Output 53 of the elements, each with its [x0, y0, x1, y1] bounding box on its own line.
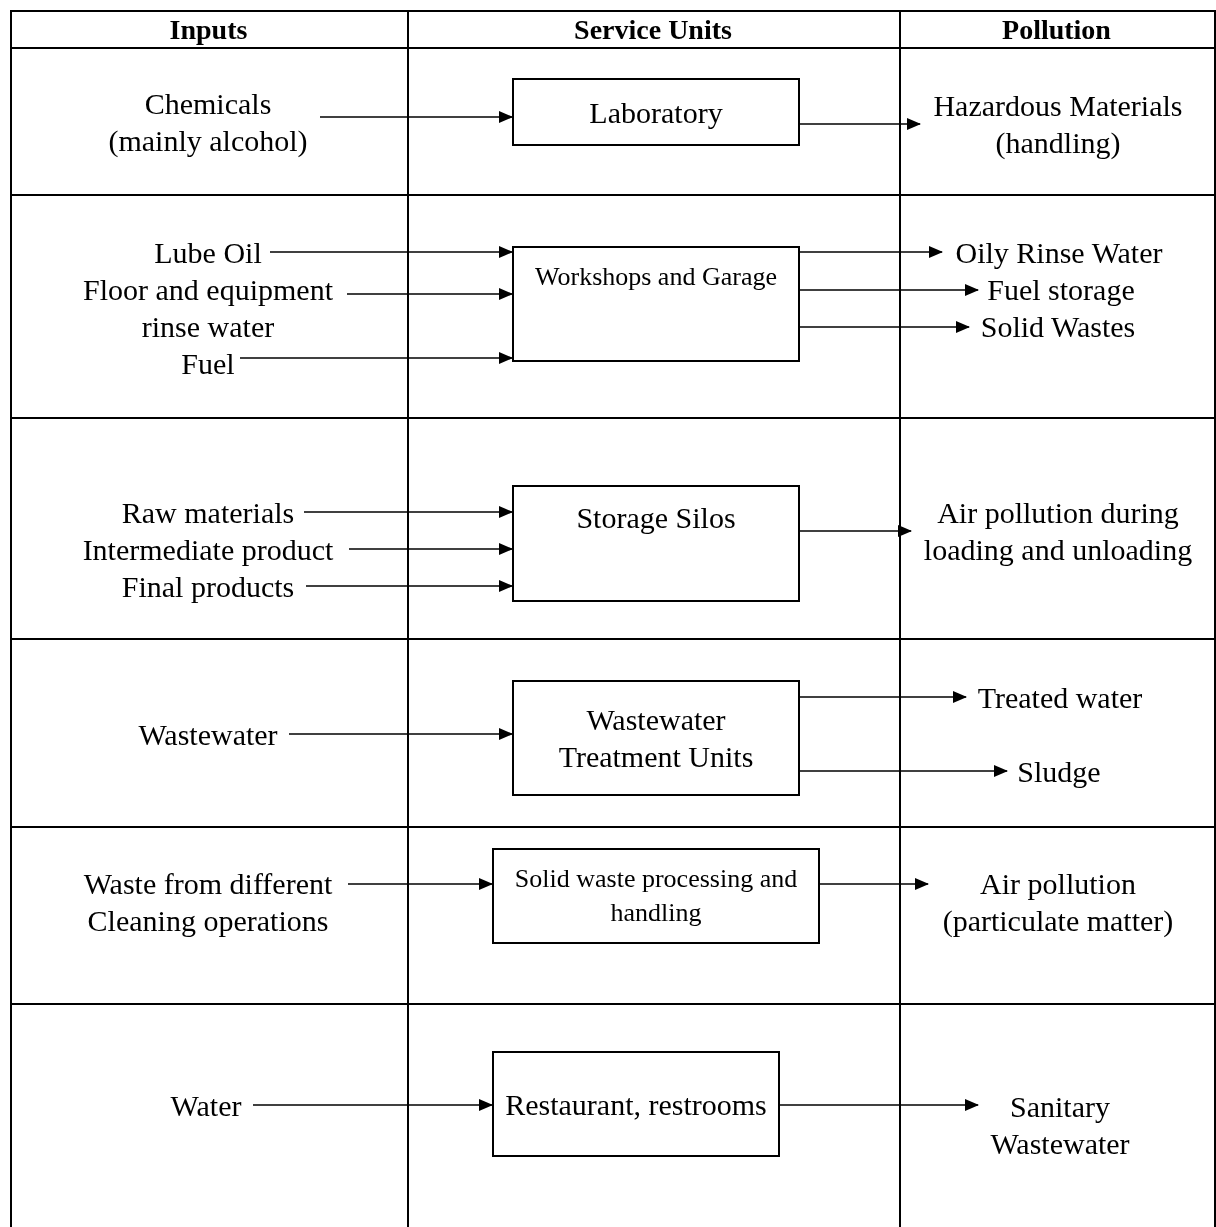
flow-text: Raw materials [121, 495, 295, 531]
arrow [799, 765, 1008, 777]
process-label: Restaurant, restrooms [505, 1086, 767, 1123]
arrow [288, 728, 513, 740]
flow-text: Oily Rinse Water [955, 235, 1163, 271]
process-box [492, 848, 820, 944]
process-box [512, 680, 800, 796]
arrow [239, 352, 513, 364]
column-header: Service Units [574, 15, 732, 44]
flow-text: Intermediate product [82, 532, 334, 568]
process-label: Laboratory [589, 94, 723, 131]
process-box [512, 246, 800, 362]
flow-text: Wastewater [138, 717, 278, 753]
arrow [303, 506, 513, 518]
process-box [512, 78, 800, 146]
arrow [348, 543, 513, 555]
arrow [799, 246, 943, 258]
arrow [799, 321, 970, 333]
arrow [305, 580, 513, 592]
process-box [492, 1051, 780, 1157]
flow-text: Air pollution (particulate matter) [941, 866, 1175, 939]
arrow [269, 246, 513, 258]
flow-text: Final products [121, 569, 295, 605]
flow-text: Waste from different Cleaning operations [82, 866, 334, 939]
flow-text: Sanitary Wastewater [989, 1089, 1131, 1162]
column-header: Inputs [169, 15, 248, 44]
flow-text: Water [170, 1088, 242, 1124]
arrow [319, 111, 513, 123]
flow-text: Fuel storage [987, 272, 1135, 308]
arrow [252, 1099, 493, 1111]
arrow [799, 691, 967, 703]
flow-text: Lube Oil [154, 235, 262, 271]
arrow [799, 525, 912, 537]
flow-text: Sludge [1017, 754, 1101, 790]
process-label: Storage Silos [576, 500, 736, 536]
arrow [799, 284, 979, 296]
process-label: Solid waste processing and handling [513, 863, 799, 929]
flow-text: Treated water [977, 680, 1143, 716]
process-label: Wastewater Treatment Units [557, 702, 755, 775]
flow-text: Solid Wastes [980, 309, 1136, 345]
arrow [799, 118, 921, 130]
arrow [346, 288, 513, 300]
column-header: Pollution [1002, 15, 1111, 44]
flow-text: Chemicals (mainly alcohol) [107, 86, 309, 159]
process-box [512, 485, 800, 602]
flow-text: Hazardous Materials (handling) [932, 88, 1184, 161]
flow-text: Floor and equipment rinse water [82, 272, 334, 345]
arrow [779, 1099, 979, 1111]
arrow [347, 878, 493, 890]
flow-text: Air pollution during loading and unloading [922, 495, 1194, 568]
process-label: Workshops and Garage [535, 261, 777, 293]
arrow [819, 878, 929, 890]
flow-text: Fuel [181, 346, 235, 382]
